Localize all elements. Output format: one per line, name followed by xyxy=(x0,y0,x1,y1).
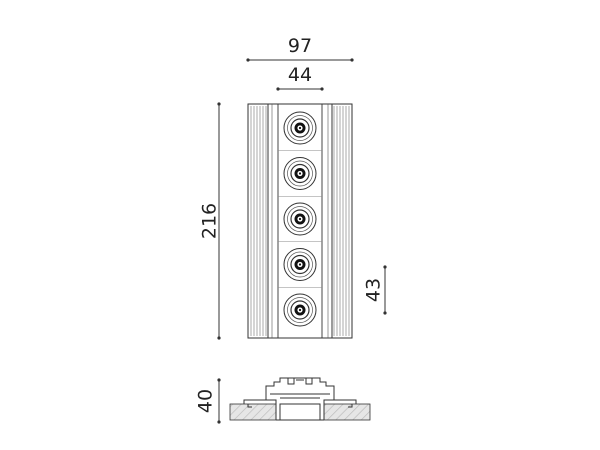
spot-modules xyxy=(278,111,322,327)
module-pitch-label: 43 xyxy=(363,278,385,302)
height-label: 40 xyxy=(195,389,217,413)
overall-length-label: 216 xyxy=(199,203,221,239)
right-flange xyxy=(331,103,353,339)
dimension-inner-width: 44 xyxy=(276,64,324,91)
overall-width-label: 97 xyxy=(288,35,312,57)
ceiling-left xyxy=(229,403,277,421)
spot-module xyxy=(283,202,317,236)
spot-module xyxy=(283,111,317,145)
dimension-overall-length: 216 xyxy=(199,102,221,340)
spot-module xyxy=(283,293,317,327)
ceiling-right xyxy=(323,403,371,421)
dimension-overall-width: 97 xyxy=(246,35,354,62)
profile-section xyxy=(243,377,357,421)
spot-module xyxy=(283,248,317,281)
section-view xyxy=(229,377,371,421)
plan-view xyxy=(247,103,353,339)
dimension-height: 40 xyxy=(195,378,221,424)
dimension-module-pitch: 43 xyxy=(363,265,387,315)
inner-width-label: 44 xyxy=(288,64,312,86)
spot-module xyxy=(283,157,317,190)
